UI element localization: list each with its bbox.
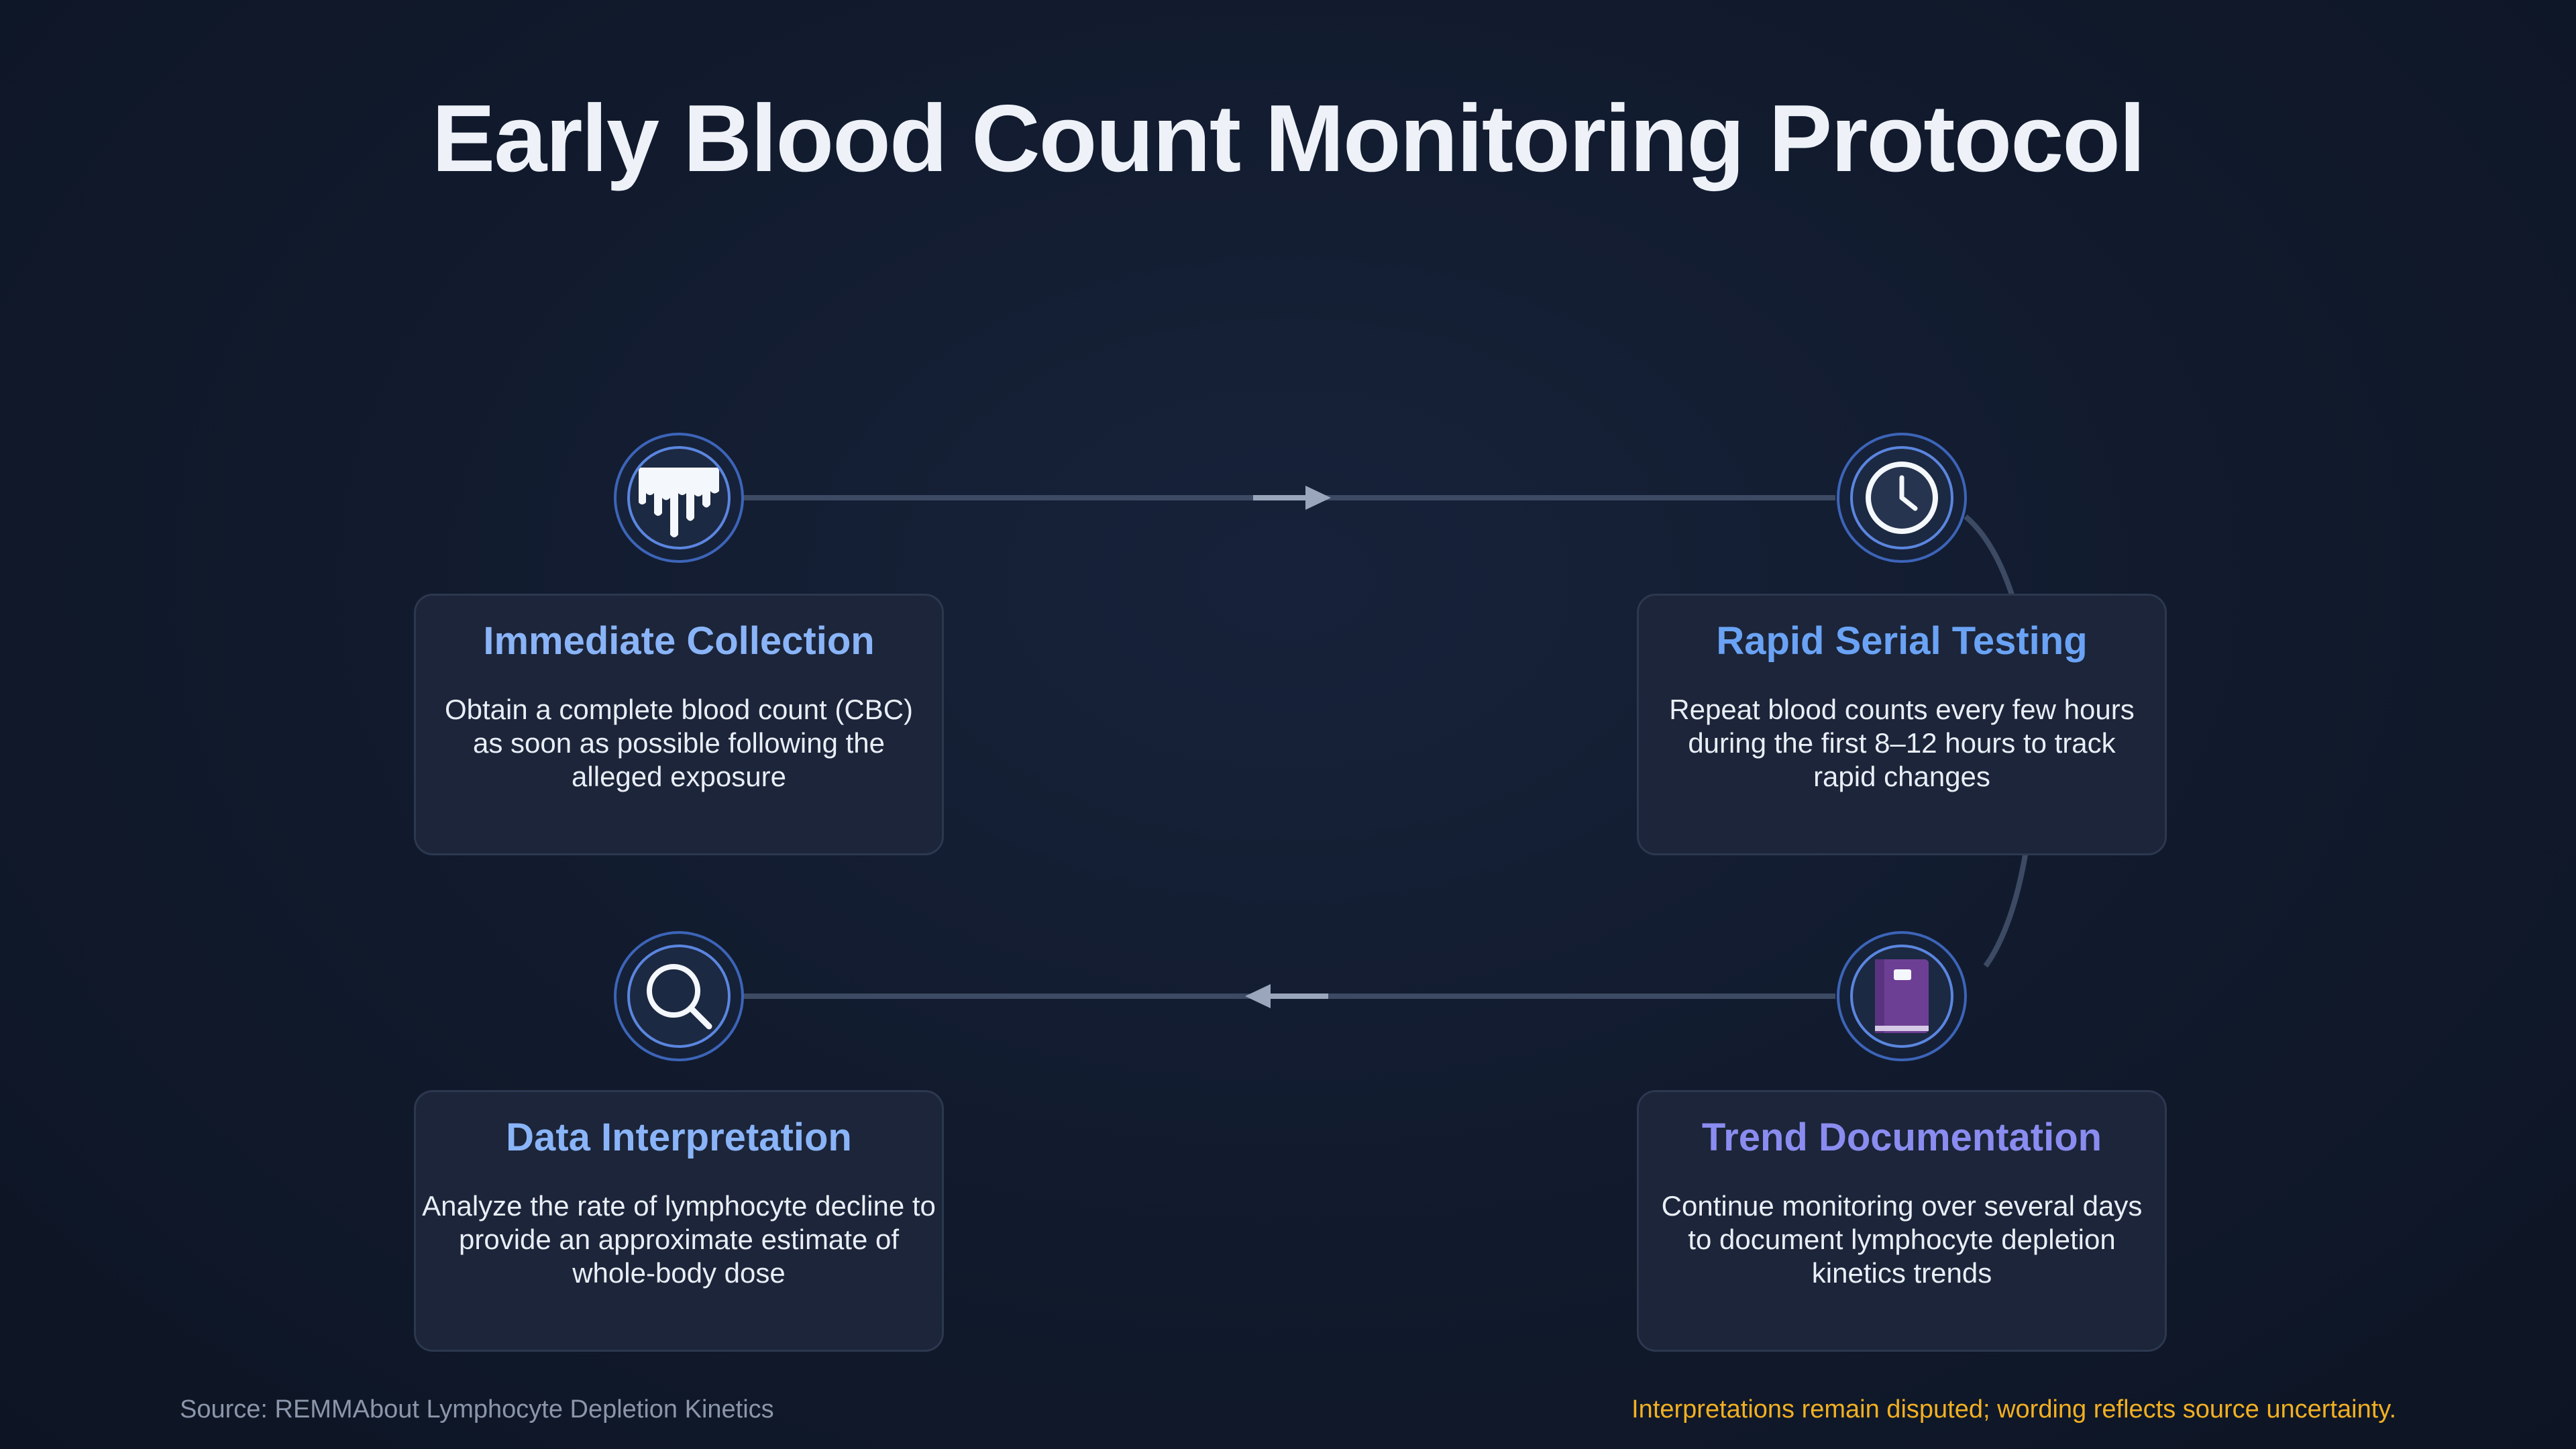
- disclaimer-note: Interpretations remain disputed; wording…: [1631, 1395, 2396, 1424]
- magnifier-icon: [627, 945, 731, 1048]
- card-description: Repeat blood counts every few hours duri…: [1669, 694, 2135, 792]
- node-immediate-collection: [614, 433, 744, 563]
- card-immediate-collection: Immediate Collection Obtain a complete b…: [414, 594, 944, 855]
- arrow-right-head: [1305, 486, 1331, 510]
- clock-icon: [1850, 446, 1953, 549]
- blood-drip-icon: [627, 446, 731, 549]
- card-title: Data Interpretation: [506, 1116, 852, 1159]
- notebook-icon: [1850, 945, 1953, 1048]
- card-trend-documentation: Trend Documentation Continue monitoring …: [1637, 1090, 2167, 1352]
- card-description: Obtain a complete blood count (CBC) as s…: [444, 694, 914, 792]
- card-title: Trend Documentation: [1701, 1116, 2102, 1159]
- node-data-interpretation: [614, 931, 744, 1061]
- card-rapid-serial-testing: Rapid Serial Testing Repeat blood counts…: [1637, 594, 2167, 855]
- card-data-interpretation: Data Interpretation Analyze the rate of …: [414, 1090, 944, 1352]
- node-rapid-serial-testing: [1837, 433, 1967, 563]
- page-title: Early Blood Count Monitoring Protocol: [431, 85, 2146, 192]
- arrow-left-head: [1245, 984, 1271, 1008]
- node-trend-documentation: [1837, 931, 1967, 1061]
- source-note: Source: REMMAbout Lymphocyte Depletion K…: [180, 1395, 774, 1424]
- card-title: Immediate Collection: [483, 619, 875, 663]
- card-description: Analyze the rate of lymphocyte decline t…: [422, 1190, 936, 1289]
- card-description: Continue monitoring over several days to…: [1661, 1190, 2143, 1289]
- card-title: Rapid Serial Testing: [1716, 619, 2088, 663]
